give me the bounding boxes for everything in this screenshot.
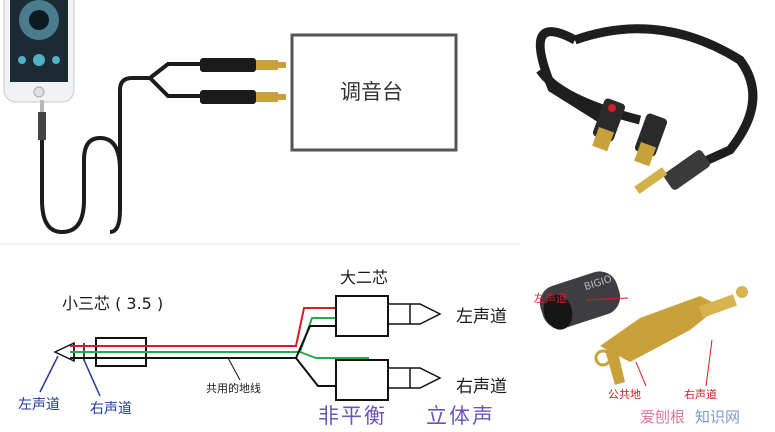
plug-right-channel-label: 右声道 — [90, 401, 132, 417]
stereo-label: 立体声 — [426, 404, 495, 428]
ts-plug-top — [200, 58, 286, 72]
right-channel-pointer — [83, 359, 101, 397]
ts-plug-bottom — [200, 90, 286, 104]
watermark-text-b: 知识网 — [695, 408, 741, 426]
trs-label: 小三芯 ( 3.5 ) — [62, 294, 164, 313]
mixer-label: 调音台 — [340, 80, 403, 104]
red-wire — [70, 307, 352, 347]
mixer-box — [290, 33, 458, 152]
ts-plug-symbol-right — [335, 359, 442, 401]
left-channel-output-label: 左声道 — [456, 307, 507, 327]
watermark-text-a: 爱刨根 — [640, 408, 686, 426]
jack-left-channel-label: 左声道 — [534, 292, 567, 305]
rca-cable-photo — [535, 24, 758, 195]
phone-35mm-plug — [38, 100, 46, 140]
jack-right-channel-label: 右声道 — [684, 388, 717, 401]
smartphone — [3, 0, 75, 103]
plug-left-channel-label: 左声道 — [18, 397, 60, 413]
green-wire — [70, 317, 373, 388]
left-channel-pointer — [39, 355, 59, 393]
unbalanced-label: 非平衡 — [318, 404, 387, 428]
ts-plug-symbol-left — [335, 295, 442, 337]
ground-pointer — [227, 357, 241, 381]
ts-label: 大二芯 — [340, 268, 389, 287]
jack-common-ground-label: 公共地 — [608, 388, 641, 401]
trs-jack-photo — [539, 271, 748, 387]
right-channel-output-label: 右声道 — [456, 377, 507, 397]
shared-ground-label: 共用的地线 — [206, 382, 261, 395]
y-splitter — [148, 62, 200, 98]
phone-cable — [40, 135, 122, 235]
